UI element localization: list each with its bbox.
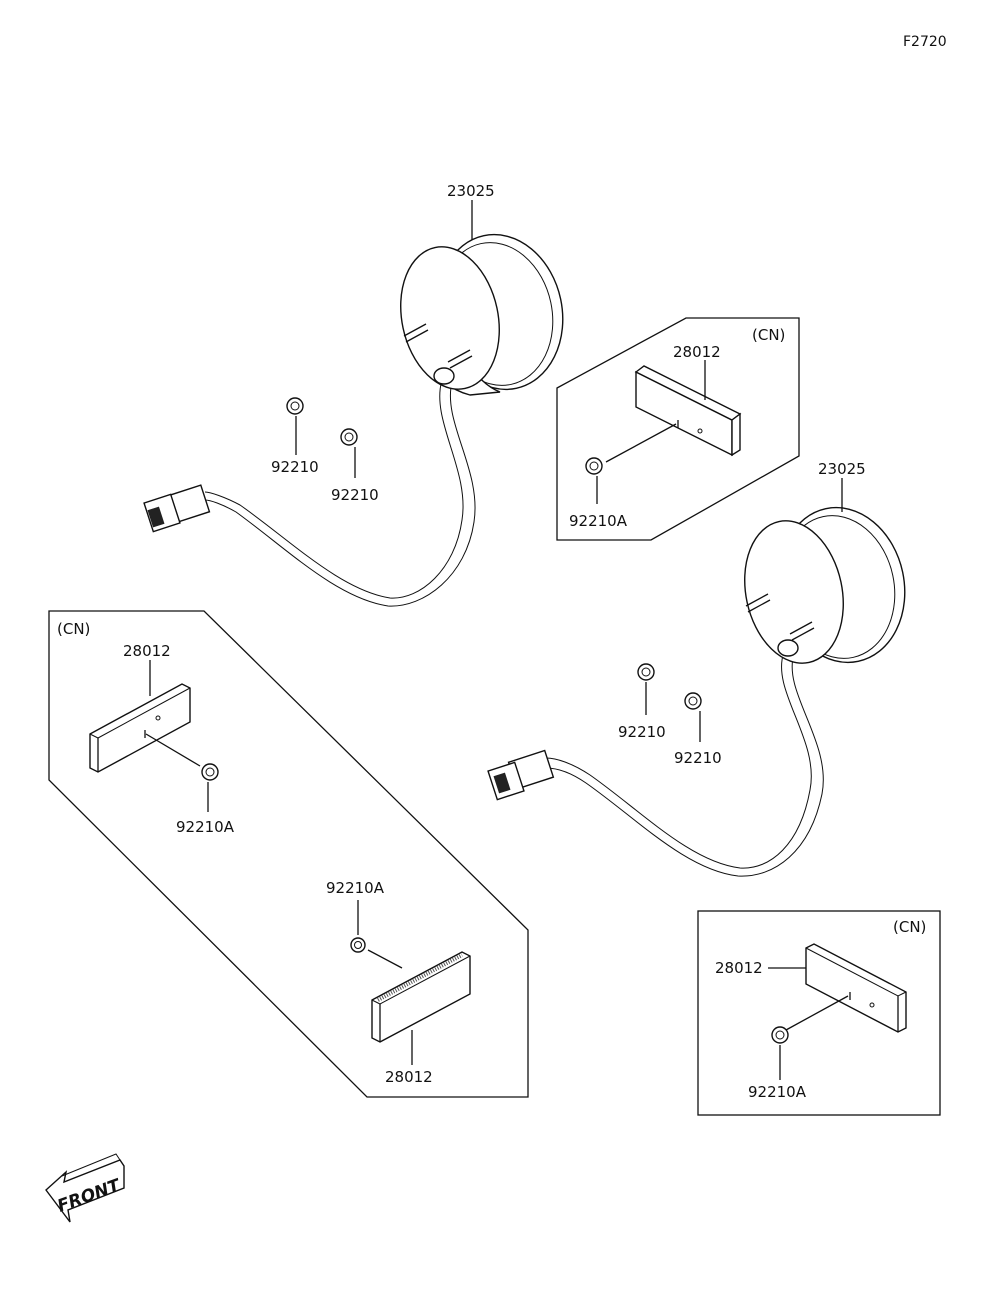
cn-region-left: (CN) 28012 92210A 92210A 2801 — [48, 610, 529, 1098]
nut-b2-part-number: 92210 — [674, 749, 722, 767]
lamp-b-part-number: 23025 — [818, 460, 866, 478]
cn-right-region-label: (CN) — [893, 918, 926, 936]
cn-right-reflector-part-number: 28012 — [715, 959, 763, 977]
reflector-cn-top[interactable] — [605, 365, 742, 463]
reflector-cn-left-2[interactable] — [371, 951, 471, 1043]
nut-cn-left-2[interactable] — [350, 937, 403, 969]
cn-left-reflector-1-part-number: 28012 — [123, 642, 171, 660]
nut-b1[interactable]: 92210 — [618, 663, 666, 741]
nut-a1[interactable]: 92210 — [271, 397, 319, 476]
nut-cn-top[interactable] — [585, 457, 603, 504]
reflector-cn-left-1[interactable] — [89, 683, 201, 773]
lamp-housing-b — [744, 506, 906, 664]
cn-left-reflector-2-part-number: 28012 — [385, 1068, 433, 1086]
front-arrow-icon: FRONT — [45, 1153, 125, 1223]
nut-a2[interactable]: 92210 — [331, 428, 379, 504]
nut-cn-right[interactable] — [771, 1026, 789, 1080]
connector-a — [143, 484, 211, 533]
connector-b — [487, 749, 555, 801]
cn-top-nut-part-number: 92210A — [569, 512, 628, 530]
reflector-cn-right[interactable] — [785, 943, 907, 1033]
cn-region-top: (CN) 28012 92210A — [556, 317, 800, 541]
figure-code: F2720 — [903, 34, 947, 50]
lamp-housing-a — [400, 233, 564, 396]
nut-b2[interactable]: 92210 — [674, 692, 722, 767]
cn-left-nut-1-part-number: 92210A — [176, 818, 235, 836]
cn-top-reflector-part-number: 28012 — [673, 343, 721, 361]
lamp-assembly-a[interactable]: 23025 — [143, 182, 577, 607]
nut-a2-part-number: 92210 — [331, 486, 379, 504]
cn-region-right: (CN) 28012 92210A — [697, 910, 941, 1116]
lamp-assembly-b[interactable]: 23025 — [487, 460, 919, 877]
nut-b1-part-number: 92210 — [618, 723, 666, 741]
cn-left-nut-2-part-number: 92210A — [326, 879, 385, 897]
nut-a1-part-number: 92210 — [271, 458, 319, 476]
cn-right-nut-part-number: 92210A — [748, 1083, 807, 1101]
nut-cn-left-1[interactable] — [201, 763, 219, 812]
cn-left-region-label: (CN) — [57, 620, 90, 638]
cn-top-region-label: (CN) — [752, 326, 785, 344]
lamp-a-part-number: 23025 — [447, 182, 495, 200]
